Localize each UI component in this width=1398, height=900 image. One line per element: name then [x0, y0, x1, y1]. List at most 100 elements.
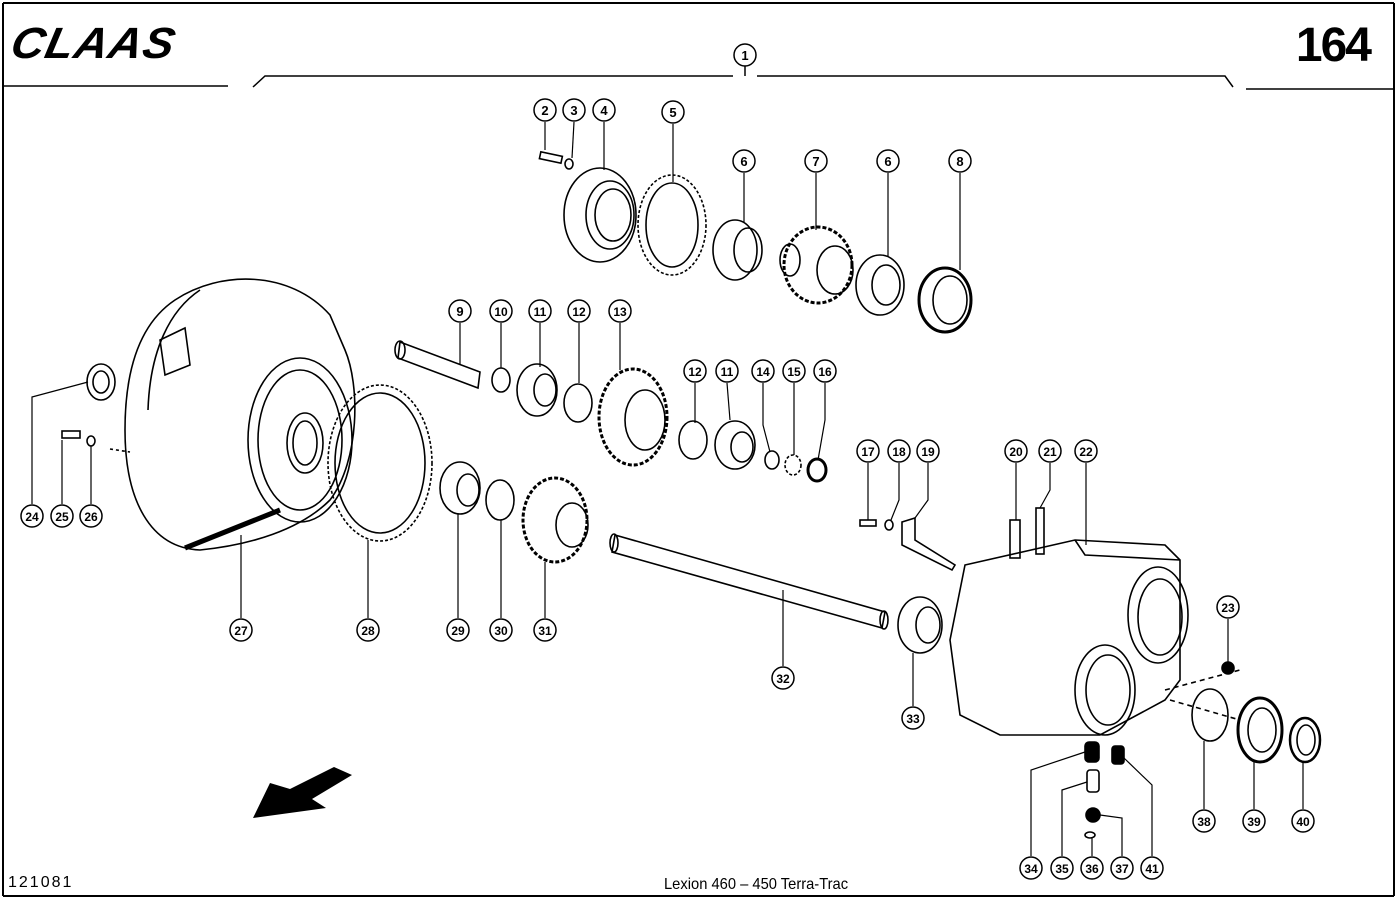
callout-31: 31: [533, 618, 557, 642]
callout-15: 15: [782, 359, 806, 383]
part-12-circlip-b: [678, 420, 708, 460]
part-17-bolt: [859, 519, 877, 527]
callout-label: 41: [1145, 862, 1159, 876]
callout-32: 32: [771, 666, 795, 690]
callout-label: 13: [613, 305, 627, 319]
part-4-flange: [563, 167, 637, 263]
part-11-bearing-b: [714, 420, 756, 470]
callout-25: 25: [50, 504, 74, 528]
callout-29: 29: [446, 618, 470, 642]
part-13-gear: [597, 367, 669, 467]
callout-label: 38: [1197, 815, 1211, 829]
callout-label: 11: [721, 365, 734, 379]
callout-6: 6: [876, 149, 900, 173]
callout-3: 3: [562, 98, 586, 122]
callout-label: 28: [361, 624, 375, 638]
part-27-housing-cover: [124, 278, 356, 551]
part-35-valve: [1086, 769, 1100, 793]
callout-label: 31: [538, 624, 552, 638]
part-16-nut: [806, 457, 828, 483]
callout-2: 2: [533, 98, 557, 122]
part-31-gear: [521, 476, 589, 564]
callout-label: 7: [812, 154, 819, 169]
callout-24: 24: [20, 504, 44, 528]
part-6-bearing-b: [855, 254, 905, 316]
callout-37: 37: [1110, 856, 1134, 880]
arrow-down-left-icon: [253, 767, 352, 818]
callout-label: 3: [570, 103, 577, 118]
callout-26: 26: [79, 504, 103, 528]
part-11-bearing: [516, 363, 558, 417]
callout-12: 12: [683, 359, 707, 383]
callout-38: 38: [1192, 809, 1216, 833]
callout-label: 2: [541, 103, 548, 118]
callout-9: 9: [448, 299, 472, 323]
model-caption: Lexion 460 – 450 Terra-Trac: [664, 876, 849, 893]
callout-label: 4: [600, 103, 608, 118]
part-19-bracket: [901, 516, 957, 572]
callout-label: 39: [1247, 815, 1261, 829]
part-32-main-shaft: [609, 533, 889, 630]
callout-label: 23: [1221, 601, 1235, 615]
callout-label: 25: [55, 510, 69, 524]
part-36-washer: [1084, 831, 1096, 839]
callout-label: 22: [1079, 445, 1093, 459]
part-14-ring: [764, 450, 780, 470]
callout-label: 27: [234, 624, 248, 638]
callout-8: 8: [948, 149, 972, 173]
callout-21: 21: [1038, 439, 1062, 463]
part-12-circlip: [563, 383, 593, 423]
callout-28: 28: [356, 618, 380, 642]
callout-label: 12: [572, 305, 586, 319]
part-10-ring: [491, 367, 511, 393]
callout-22: 22: [1074, 439, 1098, 463]
callout-label: 14: [756, 365, 770, 379]
callout-23: 23: [1216, 595, 1240, 619]
callout-label: 34: [1024, 862, 1038, 876]
callout-19: 19: [916, 439, 940, 463]
part-26-washer: [86, 435, 96, 447]
part-22-gearbox-housing: [949, 539, 1189, 736]
callout-label: 33: [906, 712, 920, 726]
callout-27: 27: [229, 618, 253, 642]
leader-line-19: [914, 463, 929, 519]
part-28-gasket: [327, 384, 433, 542]
callout-label: 29: [451, 624, 465, 638]
leader-line-37: [1099, 814, 1123, 856]
part-3-washer: [564, 158, 574, 170]
part-15-lockwasher: [784, 454, 802, 476]
callout-36: 36: [1080, 856, 1104, 880]
part-29-bearing: [439, 461, 481, 515]
part-2-bolt: [538, 150, 564, 165]
page-number: 164: [1295, 19, 1372, 72]
assembly-bracket: [252, 66, 1234, 88]
callout-6: 6: [732, 149, 756, 173]
callout-label: 37: [1115, 862, 1129, 876]
callout-label: 30: [494, 624, 508, 638]
leader-line-24: [31, 381, 89, 504]
leader-line-16: [817, 383, 826, 461]
part-8-seal-ring: [917, 266, 973, 334]
callout-13: 13: [608, 299, 632, 323]
part-7-gear: [779, 225, 854, 305]
callout-label: 26: [84, 510, 98, 524]
callout-label: 19: [921, 445, 935, 459]
part-39-cover: [1236, 696, 1284, 764]
callout-label: 9: [456, 304, 463, 319]
callout-10: 10: [489, 299, 513, 323]
leader-line-34: [1030, 751, 1086, 856]
callout-30: 30: [489, 618, 513, 642]
callout-33: 33: [901, 706, 925, 730]
part-6-bearing: [712, 219, 763, 281]
leader-line-35: [1061, 781, 1088, 856]
part-41-plug: [1111, 745, 1125, 765]
callout-label: 10: [494, 305, 508, 319]
callout-label: 36: [1085, 862, 1099, 876]
callout-label: 15: [787, 365, 801, 379]
callout-11: 11: [715, 359, 739, 383]
callout-1: 1: [733, 43, 757, 67]
part-5-shim: [637, 174, 707, 276]
